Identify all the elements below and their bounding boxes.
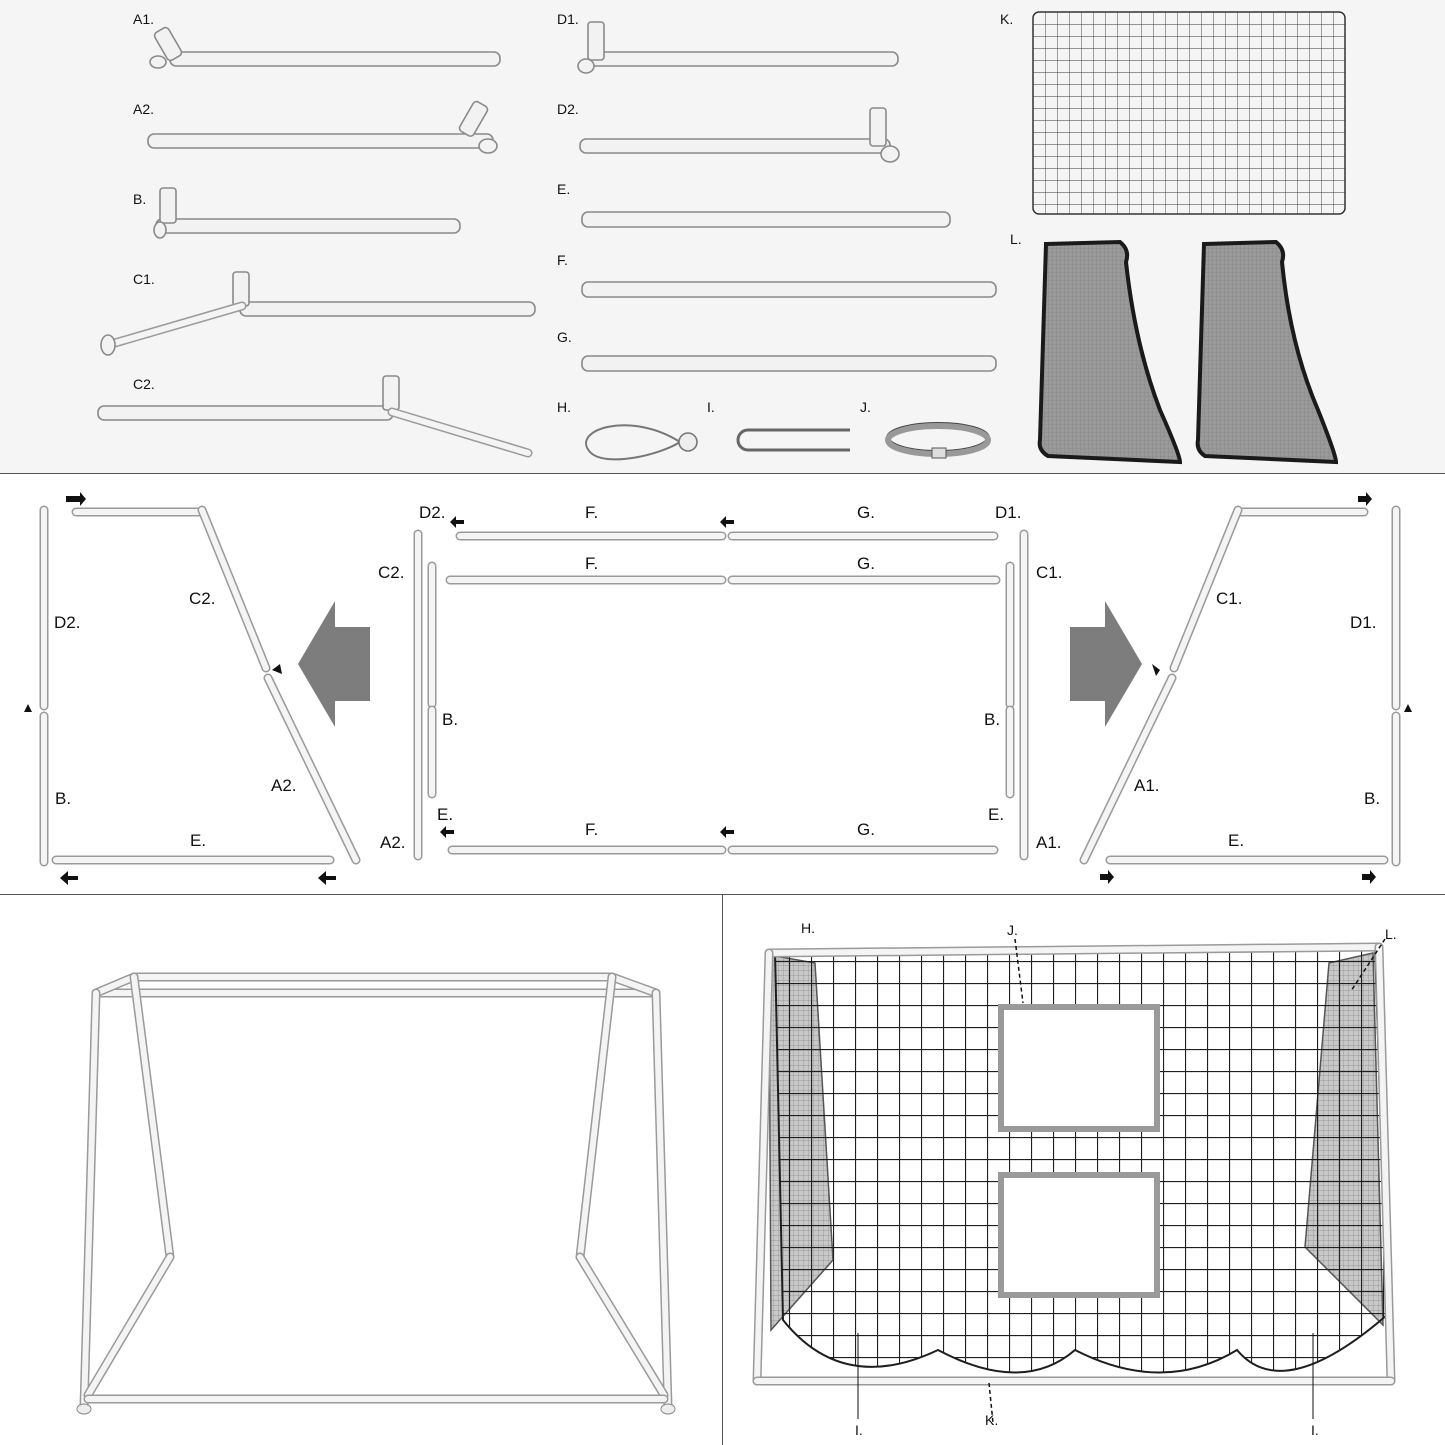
arrow-icon <box>440 826 454 838</box>
label-part-c1: C1. <box>133 271 155 287</box>
label-center-g-bottom: G. <box>857 820 875 839</box>
label-center-d1: D1. <box>995 503 1022 522</box>
part-d2-tube <box>579 107 900 163</box>
label-part-a2: A2. <box>133 101 155 117</box>
arrow-icon <box>1152 664 1160 676</box>
layout-drawings <box>24 492 1412 885</box>
arrow-icon <box>272 664 282 674</box>
assembled-frame-drawing <box>76 972 676 1415</box>
label-part-j: J. <box>860 399 871 415</box>
part-a1-tube <box>149 26 501 69</box>
label-part-i: I. <box>707 399 715 415</box>
part-k-net <box>1032 11 1346 215</box>
label-part-a1: A1. <box>133 11 155 27</box>
net-attached-drawing <box>752 938 1396 1424</box>
part-c2-tube <box>97 375 533 458</box>
label-part-k: K. <box>1000 11 1014 27</box>
label-net-i-right: I. <box>1311 1422 1319 1438</box>
part-f-tube <box>581 281 997 298</box>
arrow-icon <box>1404 704 1412 712</box>
label-net-j: J. <box>1007 922 1018 938</box>
label-left-b: B. <box>55 789 72 808</box>
label-center-c2: C2. <box>378 563 405 582</box>
arrow-icon <box>318 871 336 885</box>
label-part-b: B. <box>133 191 147 207</box>
label-part-d1: D1. <box>557 11 579 27</box>
label-center-g-top: G. <box>857 503 875 522</box>
arrow-icon <box>1100 870 1114 884</box>
part-g-tube <box>581 355 997 372</box>
divider-top <box>0 473 1445 474</box>
label-center-f-bottom: F. <box>585 820 599 839</box>
label-left-c2: C2. <box>189 589 216 608</box>
label-right-a1: A1. <box>1134 776 1160 795</box>
arrow-icon <box>66 492 86 506</box>
part-h-bungee <box>585 424 698 461</box>
parts-drawings <box>97 11 1346 465</box>
label-center-b-left: B. <box>442 710 459 729</box>
part-j-strap <box>885 422 991 459</box>
label-right-b: B. <box>1364 789 1381 808</box>
part-d1-tube <box>577 21 899 74</box>
label-left-e: E. <box>190 831 207 850</box>
label-net-h: H. <box>801 920 815 936</box>
label-center-a2: A2. <box>380 833 406 852</box>
label-net-l: L. <box>1385 926 1397 942</box>
label-part-c2: C2. <box>133 376 155 392</box>
net-attached-panel: H. J. L. I. I. K. <box>723 895 1445 1445</box>
direction-right-arrow-icon <box>1070 601 1142 727</box>
left-side-frame <box>24 492 361 885</box>
layout-panel: D2. C2. B. A2. E. D2. D1. C2. C1. B. B. … <box>0 474 1445 894</box>
label-right-e: E. <box>1228 831 1245 850</box>
label-center-b-right: B. <box>984 710 1001 729</box>
label-center-c1: C1. <box>1036 563 1063 582</box>
part-l-side-nets <box>1037 239 1339 465</box>
label-left-a2: A2. <box>271 776 297 795</box>
label-part-l: L. <box>1010 231 1022 247</box>
label-center-g-mid: G. <box>857 554 875 573</box>
center-rear-frame <box>413 516 1029 861</box>
label-part-f: F. <box>557 252 568 268</box>
arrow-icon <box>450 516 464 528</box>
arrow-icon <box>720 826 734 838</box>
arrow-icon <box>60 871 78 885</box>
label-left-d2: D2. <box>54 613 81 632</box>
part-i-stake <box>736 428 850 452</box>
arrow-icon <box>720 516 734 528</box>
right-side-frame <box>1079 492 1412 884</box>
part-a2-tube <box>147 100 498 154</box>
part-c1-tube <box>100 271 536 356</box>
assembled-frame-panel <box>0 895 722 1445</box>
label-center-d2: D2. <box>419 503 446 522</box>
direction-left-arrow-icon <box>298 601 370 727</box>
part-e-tube <box>581 211 951 228</box>
part-b-tube <box>153 187 461 239</box>
label-right-d1: D1. <box>1350 613 1377 632</box>
label-part-h: H. <box>557 399 571 415</box>
label-part-d2: D2. <box>557 101 579 117</box>
label-net-k: K. <box>985 1412 999 1428</box>
parts-panel: A1. A2. B. C1. C2. D1. D2. E. F. G. H. I… <box>0 0 1445 473</box>
label-center-f-mid: F. <box>585 554 599 573</box>
arrow-icon <box>24 704 32 712</box>
arrow-icon <box>1362 870 1376 884</box>
divider-vertical <box>722 895 723 1445</box>
label-right-c1: C1. <box>1216 589 1243 608</box>
label-part-e: E. <box>557 181 571 197</box>
label-center-f-top: F. <box>585 503 599 522</box>
label-center-e-right: E. <box>988 805 1005 824</box>
label-part-g: G. <box>557 329 572 345</box>
label-center-e-left: E. <box>437 805 454 824</box>
divider-middle <box>0 894 1445 895</box>
label-net-i-left: I. <box>855 1422 863 1438</box>
label-center-a1: A1. <box>1036 833 1062 852</box>
arrow-icon <box>1358 492 1372 506</box>
